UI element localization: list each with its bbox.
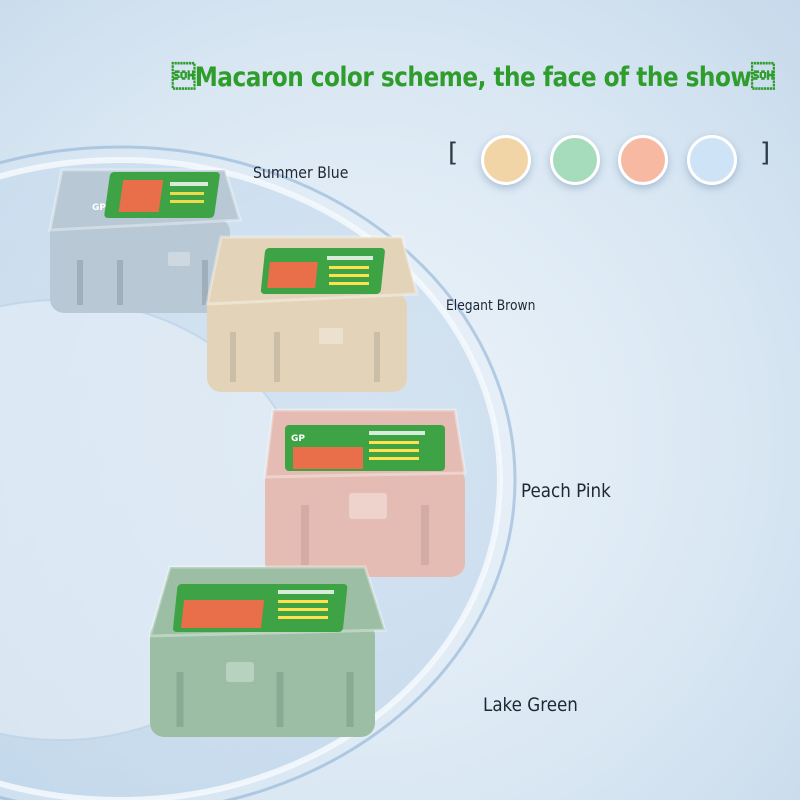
swatch-sky-blue — [687, 135, 737, 185]
label-elegant-brown: Elegant Brown — [446, 298, 536, 314]
label-peach-pink: Peach Pink — [521, 480, 611, 502]
product-box-elegant-brown — [205, 235, 419, 392]
headline: Macaron color scheme, the face of the s… — [172, 62, 775, 93]
label-lake-green: Lake Green — [483, 694, 578, 716]
product-box-peach-pink: GP — [263, 408, 467, 577]
swatch-mint — [550, 135, 600, 185]
palette-open-bracket: [ — [448, 138, 459, 168]
swatch-beige — [481, 135, 531, 185]
palette-close-bracket: ] — [760, 138, 771, 168]
svg-text:GP: GP — [291, 434, 305, 444]
svg-text:GP: GP — [92, 203, 106, 213]
label-summer-blue: Summer Blue — [253, 163, 349, 182]
product-box-lake-green — [147, 565, 388, 737]
product-box-summer-blue: GP — [48, 168, 242, 313]
swatch-peach — [618, 135, 668, 185]
